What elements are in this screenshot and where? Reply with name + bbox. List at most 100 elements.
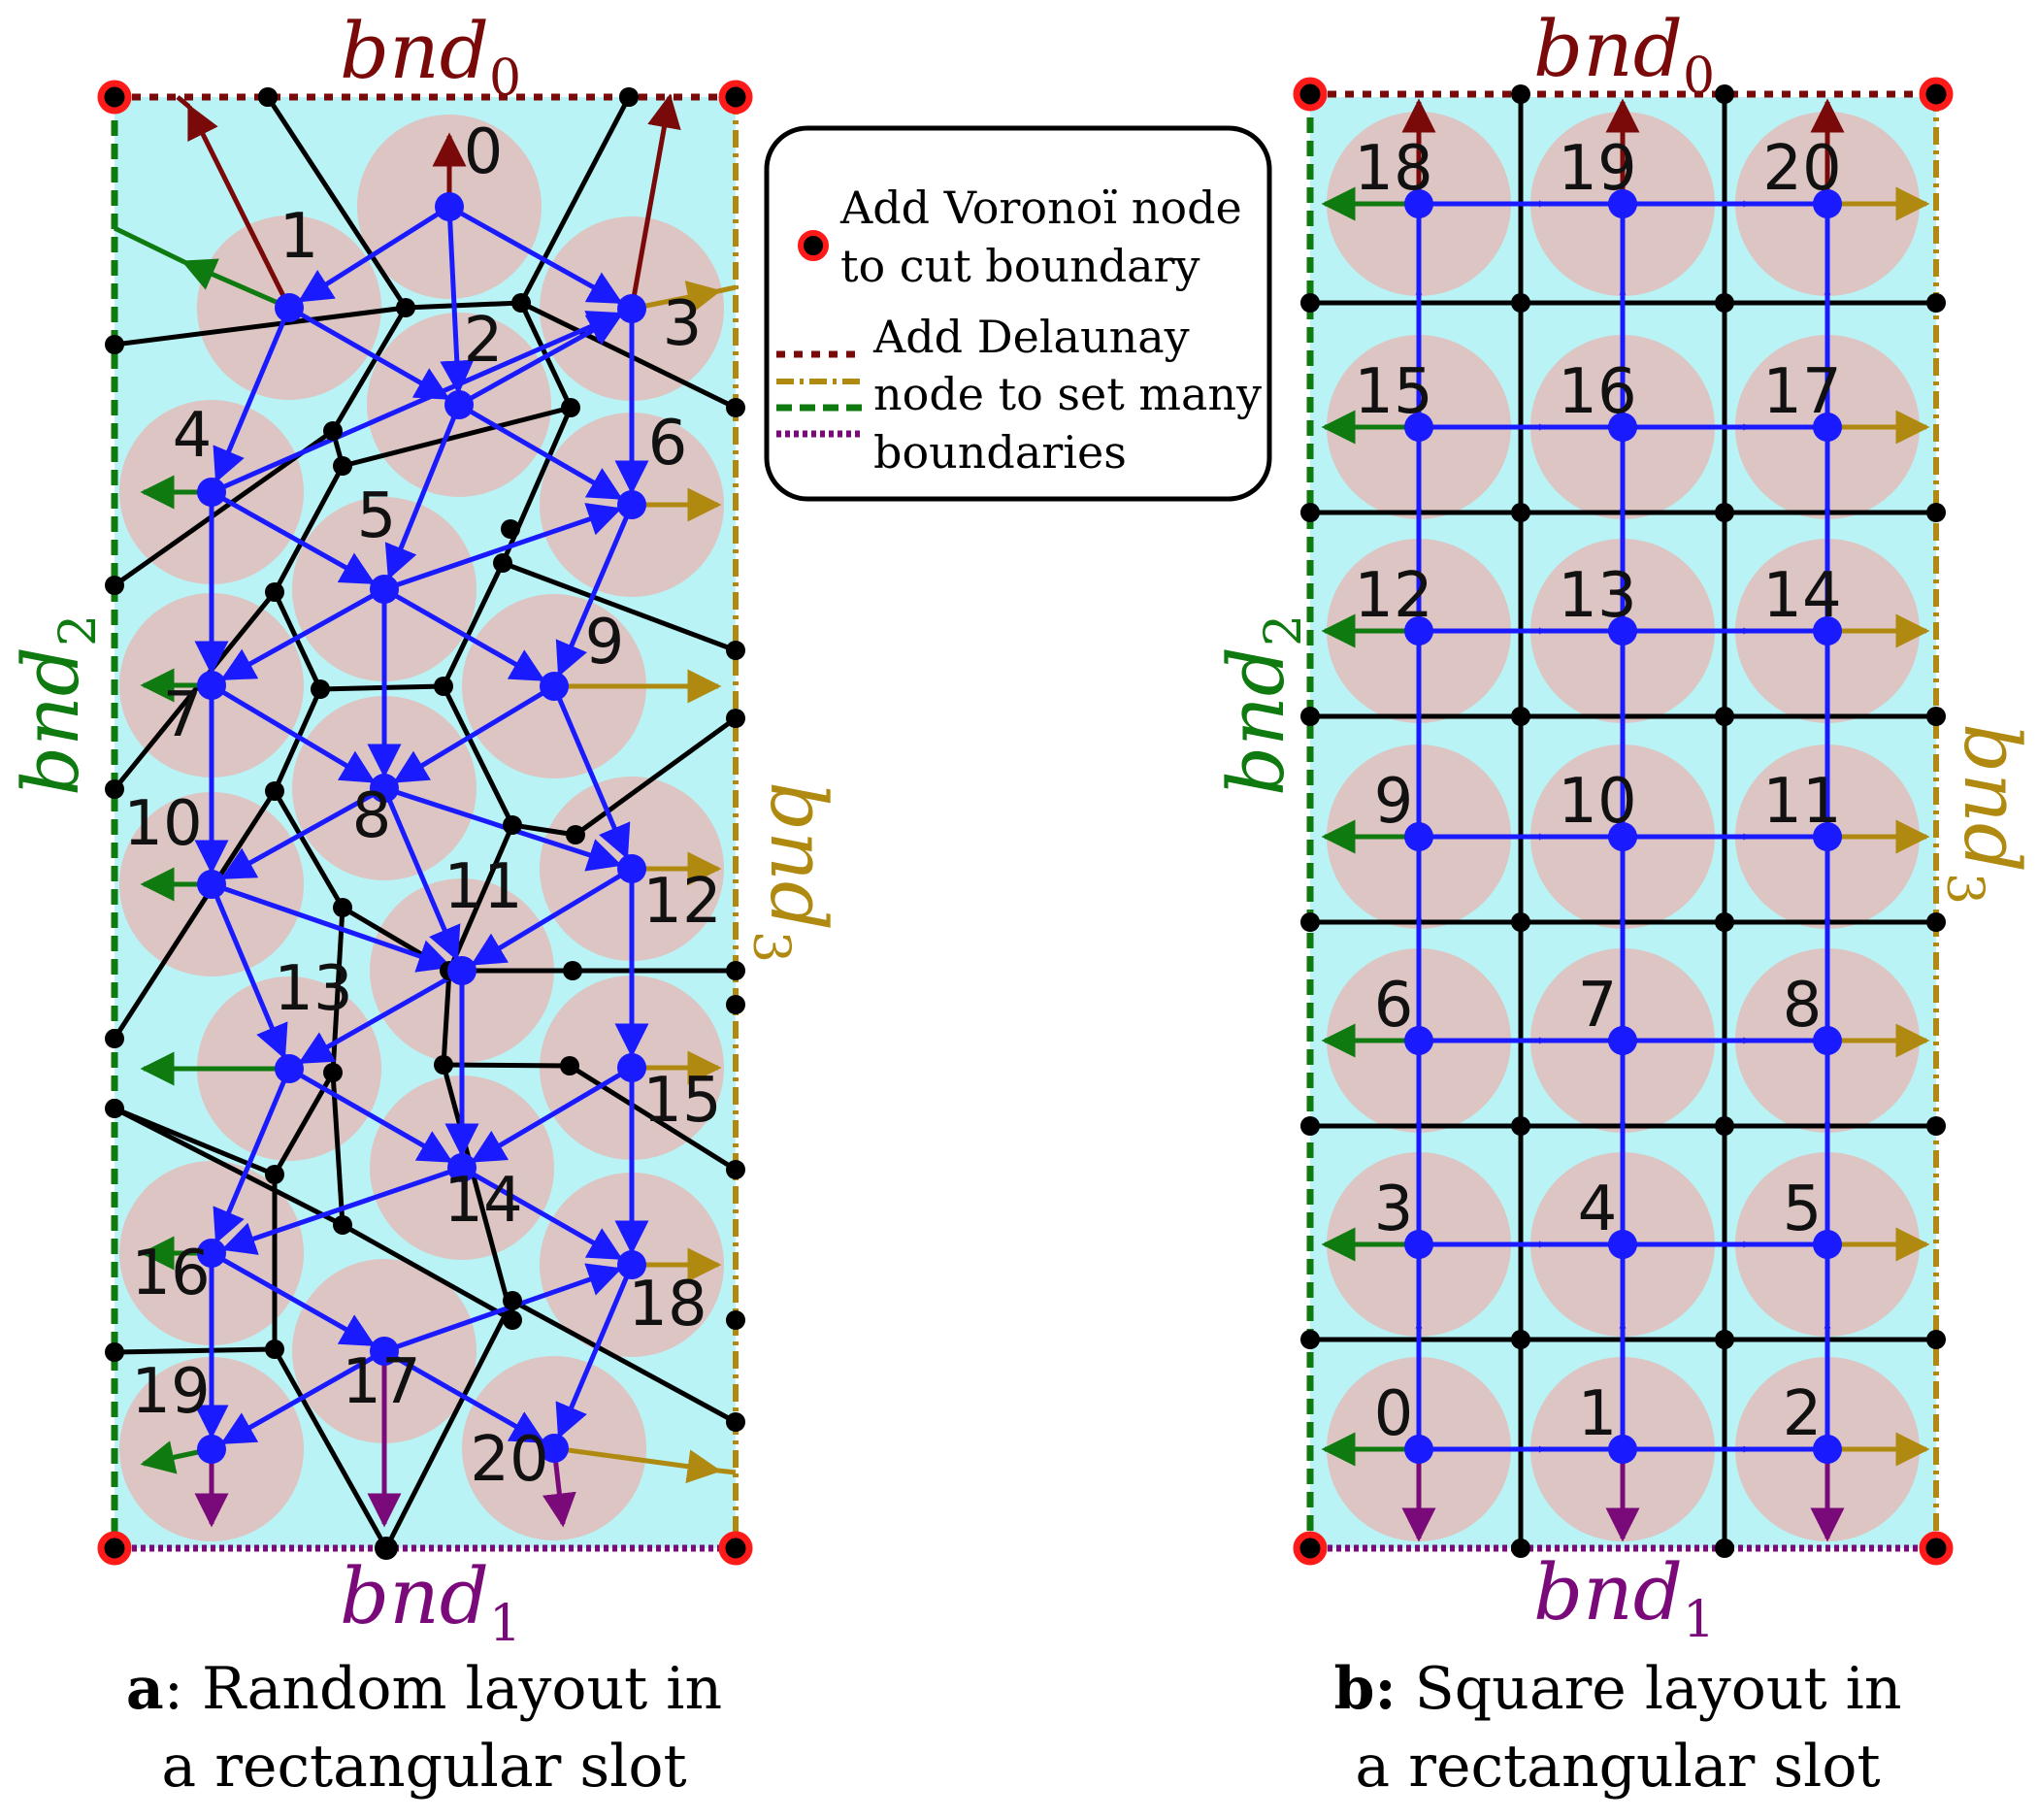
voronoi-edge-a-15 [272, 687, 323, 793]
voronoi-edge-a-7 [519, 300, 738, 411]
voronoi-edge-a-42 [113, 1106, 345, 1228]
voronoi-node-a-s [560, 1056, 579, 1075]
delaunay-node-a-1 [275, 293, 304, 322]
corner-nodes-b [1293, 77, 1954, 1566]
voronoi-node-a-l [503, 815, 522, 835]
voronoi-node-b-1-0 [1715, 84, 1734, 104]
delaunay-edge-a-24 [211, 881, 453, 973]
delaunay-node-b-1 [1608, 1435, 1637, 1464]
voronoi-lnode-b-0 [1300, 293, 1320, 313]
voronoi-edge-a-31 [441, 1064, 515, 1321]
delaunay-node-b-5 [1813, 1230, 1842, 1259]
node-label-b-8: 8 [1783, 970, 1823, 1042]
cells-a [119, 115, 724, 1541]
voronoi-edge-a-26 [443, 1062, 571, 1069]
delaunay-node-b-16 [1608, 413, 1637, 442]
delaunay-edge-a-26 [471, 866, 634, 966]
voronoi-bnode-a-6 [726, 398, 745, 417]
delaunay-node-b-3 [1404, 1230, 1433, 1259]
delaunay-edge-a-19 [393, 683, 556, 783]
voronoi-edge-a-39 [113, 590, 277, 791]
delaunay-node-b-15 [1404, 413, 1433, 442]
voronoi-node-a-bottom [375, 1537, 398, 1560]
delaunay-node-a-10 [197, 870, 226, 899]
delaunay-node-a-18 [617, 1250, 646, 1279]
legend-line-1: Add Voronoï node [839, 182, 1242, 234]
caption-b-line2: a rectangular slot [1355, 1733, 1880, 1801]
voronoi-bnode-a-13 [726, 1310, 745, 1330]
delaunay-nodes-b [1404, 189, 1842, 1464]
voronoi-node-b-0-0 [1511, 84, 1530, 104]
node-label-a-13: 13 [274, 953, 352, 1025]
voronoi-node-a-u [503, 1291, 522, 1310]
delaunay-node-b-9 [1404, 822, 1433, 851]
delaunay-node-b-14 [1813, 616, 1842, 645]
legend-line-3: Add Delaunay [872, 311, 1190, 363]
voronoi-node-b-0-4 [1511, 912, 1530, 932]
voronoi-bnode-a-10 [726, 1160, 745, 1179]
bnd0-label-b: bnd0 [1533, 4, 1715, 106]
node-label-b-9: 9 [1374, 766, 1414, 838]
delaunay-node-a-9 [540, 672, 569, 701]
legend: Add Voronoï node to cut boundary Add Del… [764, 125, 1272, 502]
voronoi-node-a-m [566, 825, 585, 844]
voronoi-edge-a-2 [405, 300, 522, 311]
node-label-a-8: 8 [352, 780, 392, 852]
node-label-b-6: 6 [1374, 970, 1414, 1042]
voronoi-edge-a-33 [510, 1298, 738, 1425]
voronoi-node-a-k [265, 781, 284, 801]
voronoi-node-b-0-7 [1511, 1539, 1530, 1558]
voronoi-bnode-a-9 [726, 961, 745, 980]
delaunay-node-b-20 [1813, 189, 1842, 218]
node-label-b-5: 5 [1783, 1174, 1823, 1245]
node-label-b-2: 2 [1783, 1378, 1823, 1450]
voronoi-rnode-b-4 [1926, 1116, 1946, 1136]
voronoi-node-a-b [511, 293, 531, 313]
outflow-arrow-a-1 [186, 103, 292, 310]
voronoi-bnode-a-4 [105, 1099, 124, 1118]
delaunay-edge-a-6 [210, 311, 623, 495]
delaunay-edge-a-4 [213, 307, 292, 483]
node-label-b-18: 18 [1354, 133, 1432, 205]
outflow-arrow-a-2 [629, 93, 681, 310]
bnd3-label-b: bnd3 [1935, 723, 2037, 905]
delaunay-edge-a-39 [220, 1348, 386, 1445]
voronoi-lnode-b-2 [1300, 707, 1320, 726]
node-label-a-4: 4 [173, 400, 213, 472]
node-label-a-7: 7 [163, 679, 203, 751]
voronoi-edge-a-35 [383, 1299, 515, 1550]
outflow-arrow-a-10 [631, 281, 722, 314]
voronoi-node-b-0-5 [1511, 1116, 1530, 1136]
delaunay-node-b-2 [1813, 1435, 1842, 1464]
delaunay-node-a-20 [540, 1434, 569, 1463]
voronoi-edge-a-27 [568, 1063, 738, 1173]
voronoi-bnode-a-2 [105, 779, 124, 799]
voronoi-node-a-g [493, 553, 512, 573]
node-label-b-17: 17 [1762, 356, 1841, 428]
delaunay-edge-a-10 [210, 489, 376, 585]
voronoi-node-b-1-2 [1715, 503, 1734, 522]
voronoi-node-a-x [265, 1340, 284, 1359]
delaunay-node-a-14 [447, 1153, 477, 1182]
delaunay-edge-a-22 [551, 685, 631, 860]
legend-line-2: to cut boundary [840, 240, 1200, 292]
delaunay-node-b-12 [1404, 616, 1433, 645]
bnd1-label-b: bnd1 [1533, 1547, 1715, 1649]
delaunay-edges-b [1415, 200, 1831, 1453]
bnd2-label-b: bnd2 [1211, 614, 1313, 796]
corner-node-a-1 [718, 80, 753, 115]
voronoi-bnode-a-11 [726, 1412, 745, 1432]
delaunay-edge-a-7 [384, 404, 462, 580]
voronoi-node-a-q [323, 1063, 343, 1082]
voronoi-bnode-a-7 [726, 641, 745, 660]
delaunay-edge-a-17 [210, 682, 376, 783]
voronoi-top-a-1 [619, 87, 639, 107]
node-label-a-12: 12 [642, 866, 721, 938]
node-label-a-20: 20 [470, 1424, 548, 1496]
delaunay-node-a-8 [370, 774, 399, 803]
legend-voronoi-marker [798, 230, 829, 261]
voronoi-edge-a-28 [330, 1072, 345, 1226]
voronoi-edge-a-10 [272, 590, 323, 691]
voronoi-rnode-b-1 [1926, 503, 1946, 522]
